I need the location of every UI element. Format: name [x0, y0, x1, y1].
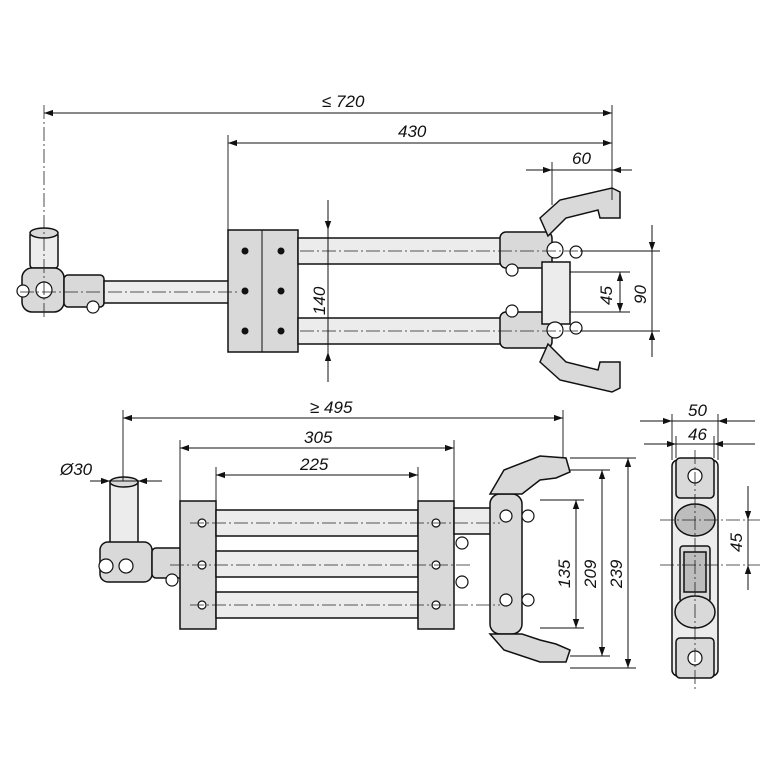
dim-front-inner: 225	[299, 455, 329, 474]
top-view: ≤ 720 430 60 140 45 90	[16, 92, 660, 393]
dim-front-outer: 305	[304, 428, 333, 447]
dim-top-jaw: 60	[572, 149, 591, 168]
dim-front-h3: 239	[607, 559, 626, 589]
dim-top-height: 140	[310, 286, 329, 315]
front-left-post	[98, 476, 185, 587]
dim-top-span: 90	[631, 285, 650, 304]
dim-top-spacing: 45	[597, 286, 616, 305]
top-right-jaw	[499, 187, 621, 393]
side-view: 50 46 45	[640, 401, 760, 690]
dim-front-h1: 135	[555, 559, 574, 588]
dim-side-spacing: 45	[727, 533, 746, 552]
dim-front-total: ≥ 495	[310, 398, 353, 417]
top-left-post	[16, 227, 105, 314]
front-view: ≥ 495 305 225 Ø30 135 209 239	[59, 398, 636, 669]
top-horizontal-tube	[103, 280, 231, 304]
front-rail-2	[215, 550, 419, 578]
top-clamp-block	[227, 229, 299, 353]
dim-top-total: ≤ 720	[322, 92, 365, 111]
front-right-clamp	[453, 455, 571, 663]
dim-side-width: 50	[688, 401, 707, 420]
dim-front-h2: 209	[581, 559, 600, 589]
dim-front-pipe: Ø30	[59, 460, 93, 479]
dim-side-inner-width: 46	[688, 425, 707, 444]
dim-top-rail: 430	[398, 122, 427, 141]
